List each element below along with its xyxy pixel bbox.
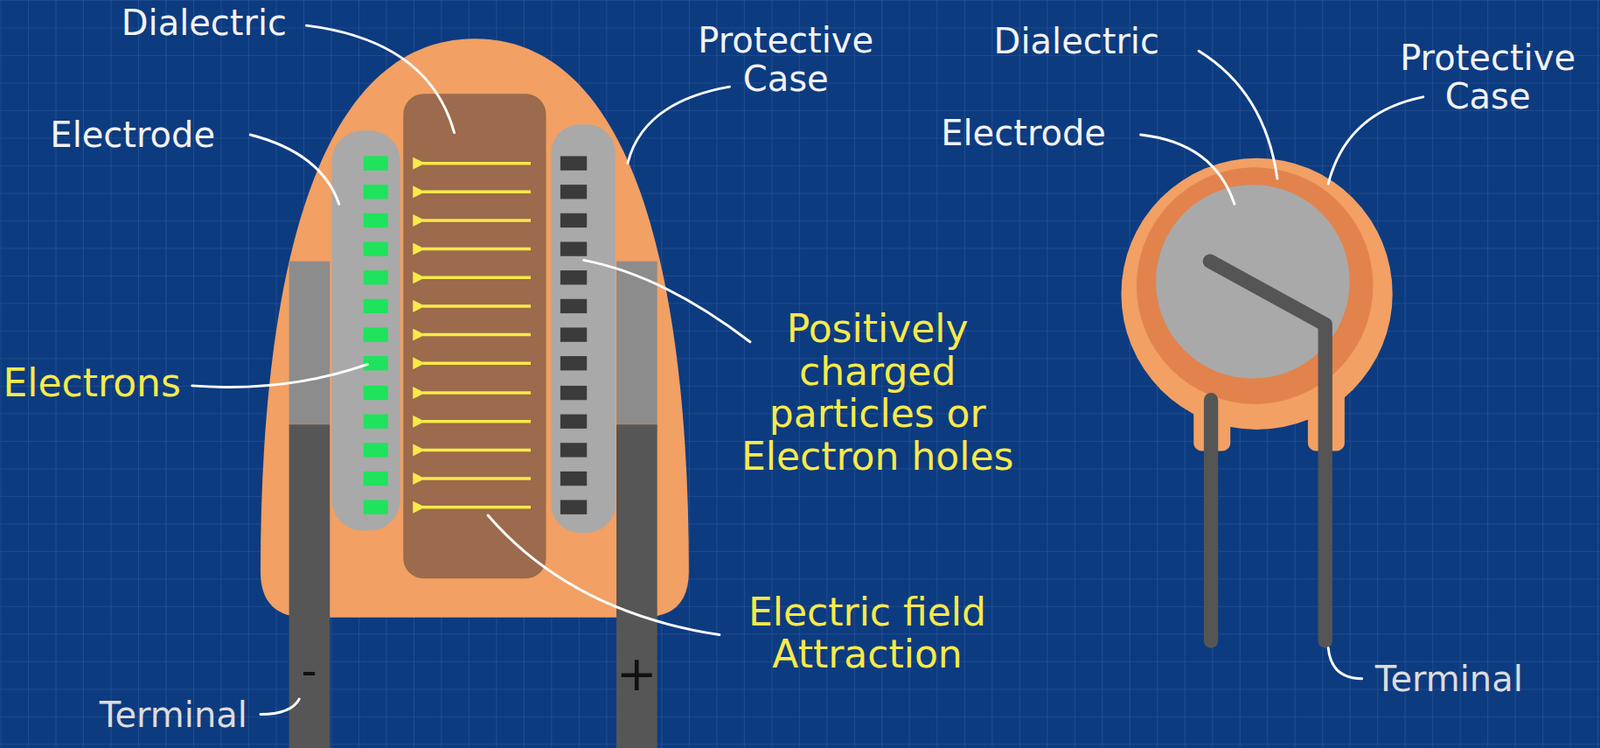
charge-row: [363, 471, 587, 486]
charge-row: [363, 270, 587, 285]
charge-row: [363, 414, 587, 429]
leader-line: [627, 86, 731, 163]
charge-row: [363, 385, 587, 400]
part-label: Terminal: [99, 695, 248, 734]
charge-row: [363, 355, 587, 370]
terminal-lead: [1210, 261, 1326, 641]
charge-row: [363, 184, 587, 199]
leader-line: [584, 259, 751, 341]
part-label: Dialectric: [994, 21, 1160, 61]
callout-label: Electrons: [3, 361, 181, 404]
charge-row: [363, 241, 587, 256]
terminal-lead: [616, 424, 658, 748]
callout-label: Electric field Attraction: [732, 590, 1002, 675]
polarity-sign: +: [616, 646, 658, 701]
charge-row: [363, 213, 587, 228]
leader-line: [487, 514, 720, 634]
terminal-lead: [289, 424, 331, 748]
charge-row: [363, 326, 587, 341]
polarity-sign: -: [301, 646, 318, 695]
part-label: Protective Case: [1383, 38, 1594, 116]
terminal-lead: [616, 261, 658, 425]
leader-line: [1328, 647, 1362, 679]
part-label: Protective Case: [681, 20, 891, 98]
terminal-lead: [1203, 399, 1218, 640]
leader-line: [260, 698, 300, 714]
leader-line: [1140, 134, 1235, 204]
leader-line: [192, 363, 369, 387]
charge-row: [363, 500, 587, 515]
leader-line: [1328, 97, 1423, 184]
part-label: Electrode: [940, 113, 1107, 153]
callout-label: Positively charged particles or Electron…: [733, 308, 1023, 479]
charge-row: [363, 299, 587, 314]
leader-line: [1198, 50, 1278, 179]
charge-row: [363, 155, 587, 170]
part-label: Dialectric: [121, 3, 287, 42]
charge-row: [363, 442, 587, 457]
part-label: Electrode: [49, 115, 216, 154]
terminal-lead: [289, 261, 331, 425]
leader-line: [250, 134, 339, 204]
leader-line: [306, 25, 454, 133]
part-label: Terminal: [1375, 659, 1524, 698]
